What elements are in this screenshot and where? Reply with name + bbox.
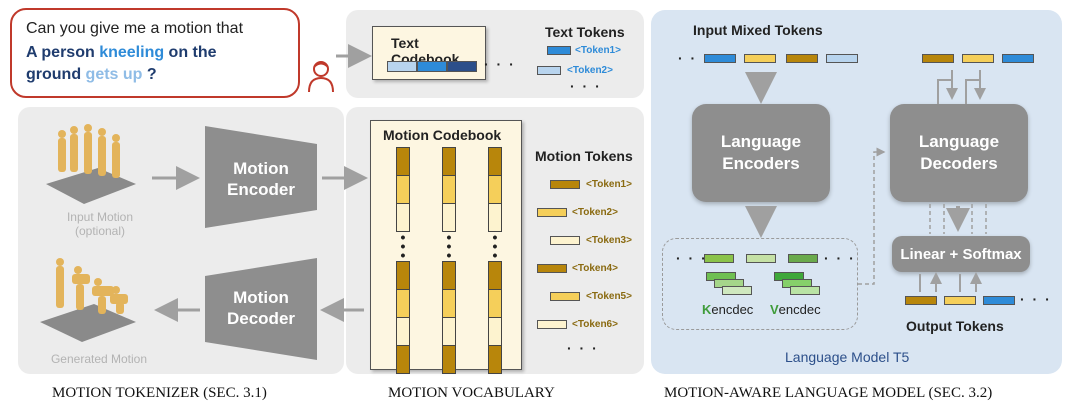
codebook-cell [396, 203, 410, 232]
output-token-3 [983, 296, 1015, 305]
text-token-1-label: <Token1> [575, 45, 621, 56]
text-codebook-cell [387, 61, 417, 72]
motion-encoder-label: Motion Encoder [226, 159, 296, 199]
generated-motion-figures [40, 258, 136, 342]
motion-token-6-chip [537, 320, 567, 329]
motion-codebook-title: Motion Codebook [383, 127, 502, 143]
output-token-1 [905, 296, 937, 305]
text-codebook-cell [447, 61, 477, 72]
decoder-input-token-1 [922, 54, 954, 63]
input-token-2 [744, 54, 776, 63]
language-model-name: Language Model T5 [785, 349, 910, 365]
prompt-bubble: Can you give me a motion that A person k… [10, 8, 300, 98]
codebook-vertical-dots: ••• [400, 229, 406, 263]
codebook-cell [442, 345, 456, 374]
motion-encoder-shape [205, 126, 317, 228]
motion-token-4-label: <Token4> [572, 263, 618, 274]
decoder-input-token-3 [1002, 54, 1034, 63]
v-encdec-label: Vencdec [770, 302, 821, 317]
motion-token-1-chip [550, 180, 580, 189]
output-tokens-dots: · · · [1020, 291, 1052, 307]
text-tokens-title: Text Tokens [545, 24, 625, 40]
motion-tokens-dots: · · · [567, 340, 599, 356]
kv-encoded-token-1 [704, 254, 734, 263]
k-encdec-label: Kencdec [702, 302, 754, 317]
motion-token-3-label: <Token3> [586, 235, 632, 246]
prompt-line-2: A person kneeling on the [26, 44, 217, 61]
input-motion-figures [46, 124, 136, 204]
motion-token-1-label: <Token1> [586, 179, 632, 190]
prompt-line-3: ground gets up ? [26, 66, 157, 83]
motion-token-2-label: <Token2> [572, 207, 618, 218]
tokenizer-caption: MOTION TOKENIZER (SEC. 3.1) [52, 385, 267, 401]
text-codebook-cell [417, 61, 447, 72]
codebook-vertical-dots: ••• [446, 229, 452, 263]
output-token-2 [944, 296, 976, 305]
motion-token-5-chip [550, 292, 580, 301]
codebook-cell [396, 345, 410, 374]
motion-token-5-label: <Token5> [586, 291, 632, 302]
input-token-3 [786, 54, 818, 63]
kv-dots-right: · · · [824, 250, 856, 266]
linear-softmax-block: Linear + Softmax [892, 236, 1030, 272]
input-motion-label: Input Motion (optional) [66, 210, 134, 238]
decoder-input-token-2 [962, 54, 994, 63]
user-icon [308, 61, 334, 93]
input-token-4 [826, 54, 858, 63]
text-codebook-dots: · · · [484, 56, 516, 72]
text-token-2-chip [537, 66, 561, 75]
text-codebook: Text Codebook [372, 26, 486, 80]
k-stack-3 [722, 286, 752, 295]
motion-vocab-caption: MOTION VOCABULARY [388, 385, 555, 401]
codebook-cell [488, 345, 502, 374]
input-token-1 [704, 54, 736, 63]
input-mixed-tokens-title: Input Mixed Tokens [693, 22, 823, 38]
motion-token-6-label: <Token6> [572, 319, 618, 330]
generated-motion-label: Generated Motion [50, 352, 148, 366]
motion-tokens-title: Motion Tokens [535, 148, 633, 164]
text-token-1-chip [547, 46, 571, 55]
text-tokens-dots: · · · [570, 78, 602, 94]
motion-decoder-label: Motion Decoder [226, 288, 296, 328]
codebook-vertical-dots: ••• [492, 229, 498, 263]
input-tokens-dots-left: · · · [678, 50, 710, 66]
motion-token-3-chip [550, 236, 580, 245]
output-tokens-title: Output Tokens [906, 318, 1004, 334]
kv-encoded-token-3 [788, 254, 818, 263]
kv-cache-box [662, 238, 858, 330]
prompt-line-1: Can you give me a motion that [26, 20, 244, 37]
motion-token-4-chip [537, 264, 567, 273]
motion-decoder-shape [205, 258, 317, 360]
codebook-cell [488, 203, 502, 232]
kv-dots-left: · · · [676, 250, 708, 266]
kv-encoded-token-2 [746, 254, 776, 263]
motion-token-2-chip [537, 208, 567, 217]
v-stack-3 [790, 286, 820, 295]
text-token-2-label: <Token2> [567, 65, 613, 76]
codebook-cell [442, 203, 456, 232]
language-model-caption: MOTION-AWARE LANGUAGE MODEL (SEC. 3.2) [664, 385, 993, 401]
